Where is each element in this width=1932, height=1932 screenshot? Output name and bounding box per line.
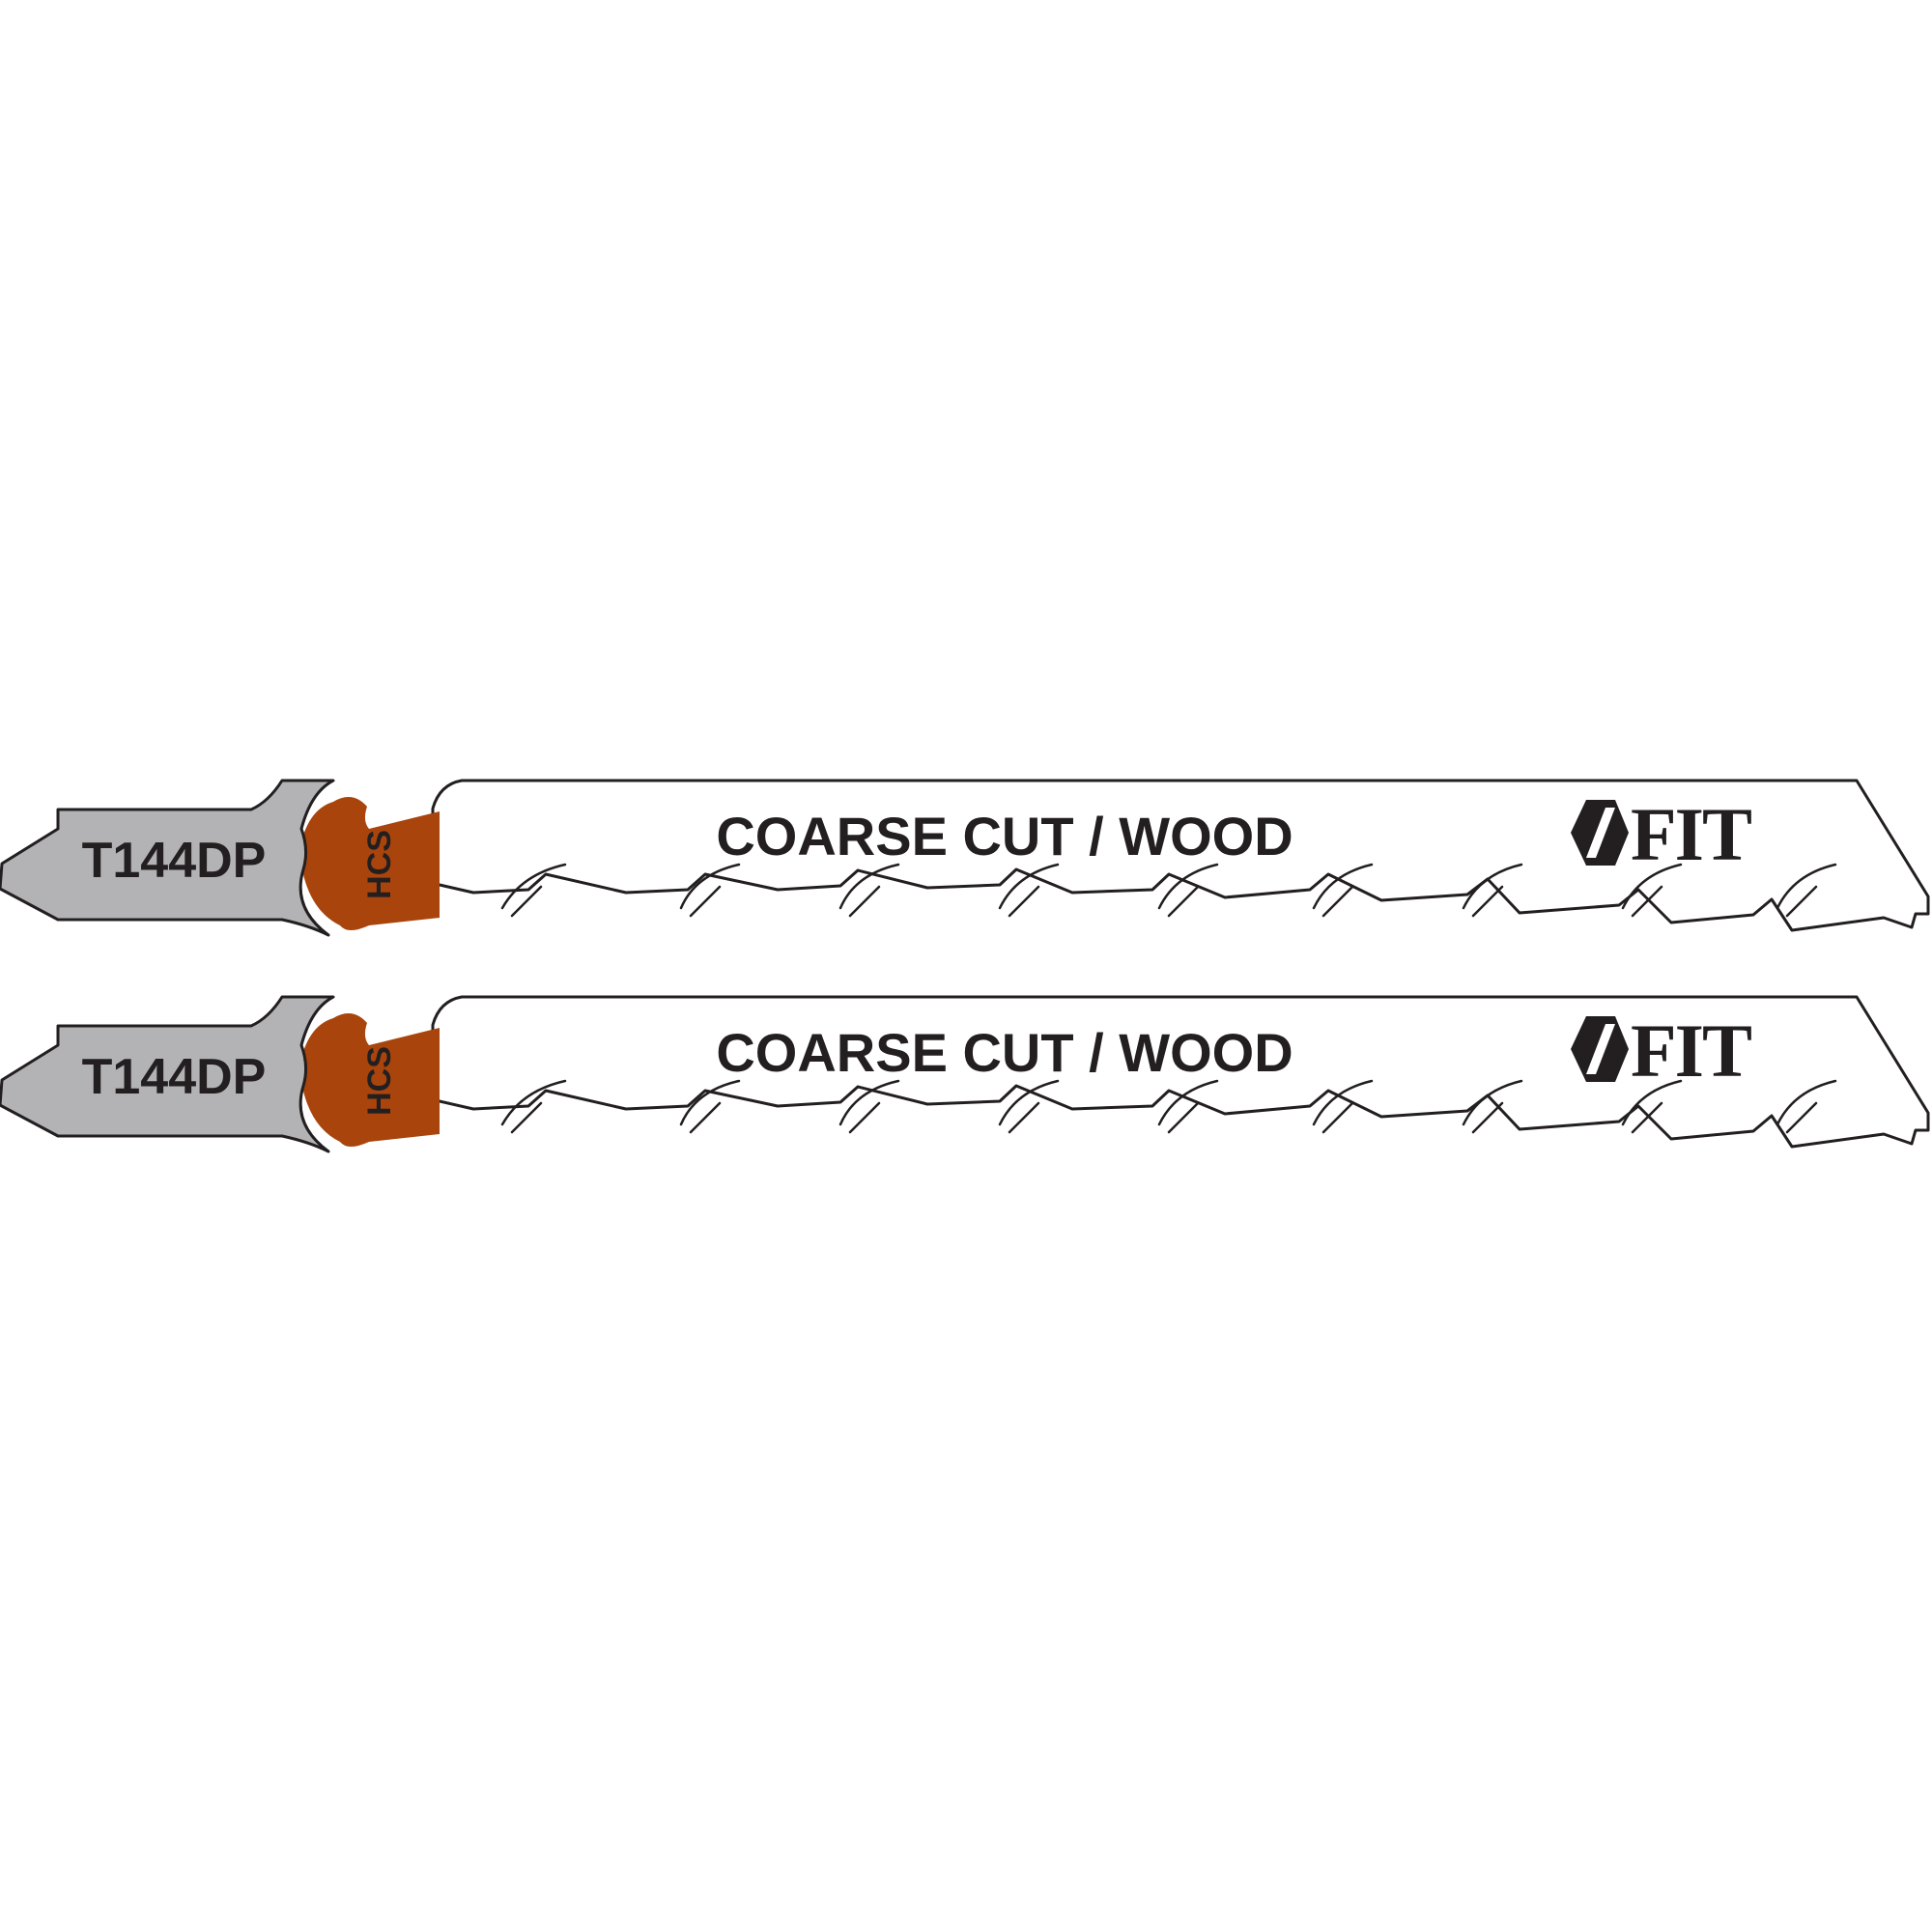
jigsaw-blade-2: T144DP HCS COARSE CUT / WOOD FIT: [0, 995, 1930, 1153]
model-label: T144DP: [82, 1049, 267, 1105]
material-band: [299, 797, 440, 930]
brand-logo: FIT: [1571, 1009, 1753, 1093]
blade-shank: [0, 779, 335, 937]
brand-name: FIT: [1631, 1009, 1751, 1093]
material-label: HCS: [361, 1046, 398, 1116]
material-band: [299, 1013, 440, 1147]
brand-logo: FIT: [1571, 792, 1753, 876]
jigsaw-blade-1: T144DP HCS COARSE CUT / WOOD FIT: [0, 779, 1930, 937]
tooth-detail: [500, 1079, 1837, 1134]
purpose-label: COARSE CUT / WOOD: [716, 806, 1293, 867]
material-label: HCS: [361, 830, 398, 899]
blade-shank: [0, 995, 335, 1153]
tooth-detail: [500, 863, 1837, 918]
purpose-label: COARSE CUT / WOOD: [716, 1022, 1293, 1083]
model-label: T144DP: [82, 833, 267, 889]
brand-name: FIT: [1631, 792, 1751, 876]
